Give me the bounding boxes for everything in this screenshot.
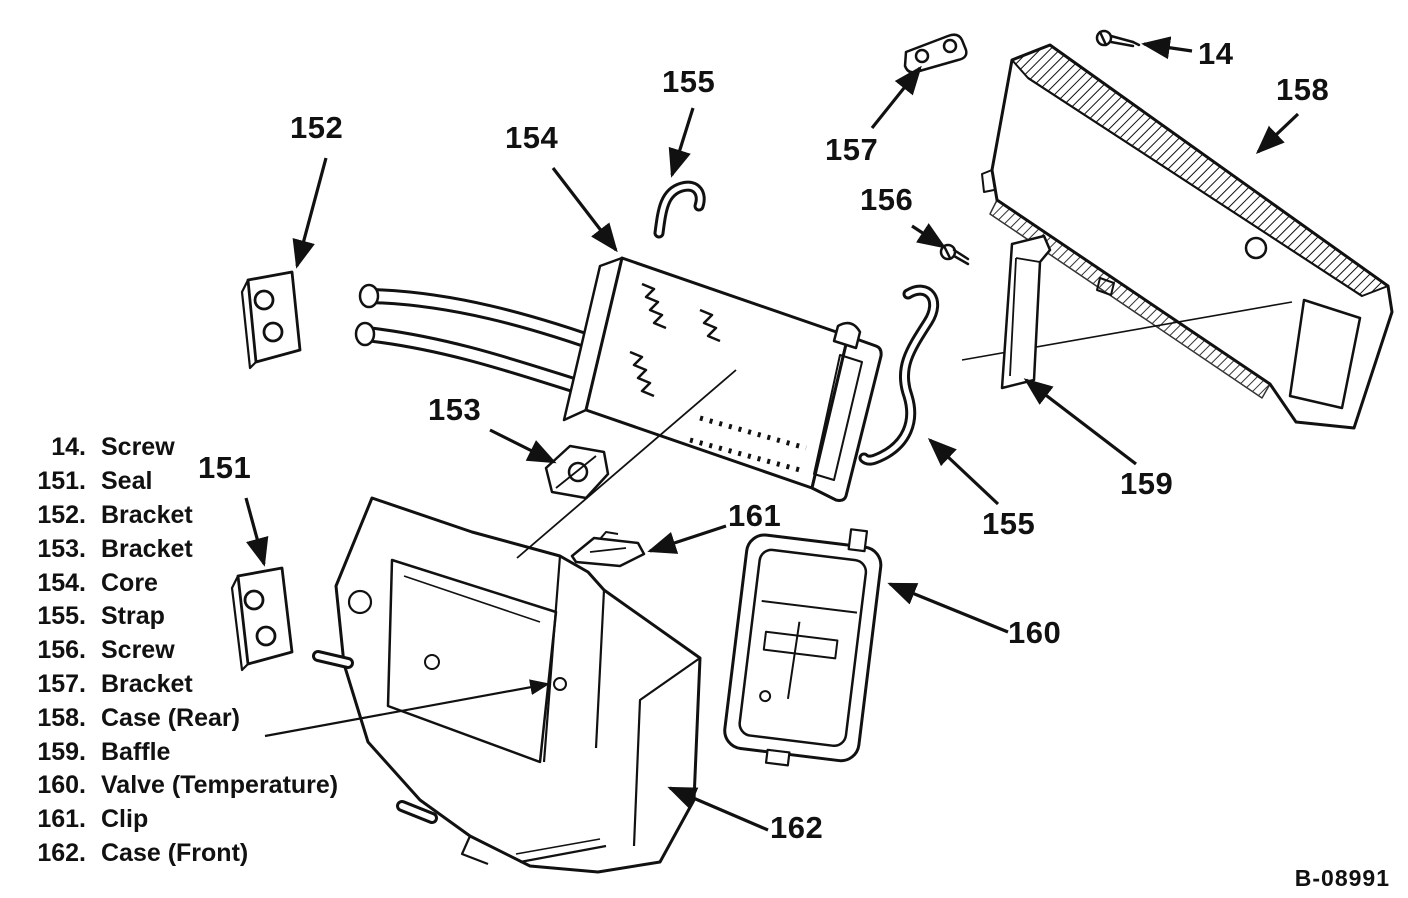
legend-item-number: 154. <box>37 568 86 597</box>
legend-item: 162. Case (Front) <box>22 837 338 871</box>
legend-item-label: Seal <box>101 467 153 496</box>
legend-item-number: 151. <box>37 467 86 496</box>
arrow-159 <box>1023 378 1137 466</box>
arrow-14 <box>1141 36 1193 60</box>
callout-157: 157 <box>825 132 879 167</box>
arrow-158 <box>1255 112 1300 154</box>
strap-right-art <box>858 284 939 466</box>
valve-art <box>723 528 883 767</box>
arrow-155-top <box>668 107 695 178</box>
drawing-number: B-08991 <box>1294 865 1390 891</box>
legend-item-number: 162. <box>37 838 86 867</box>
legend-item-label: Screw <box>101 433 175 462</box>
legend-item: 158. Case (Rear) <box>22 701 338 735</box>
callout-14: 14 <box>1198 36 1234 71</box>
callout-156: 156 <box>860 182 914 217</box>
legend-item-label: Core <box>101 568 158 597</box>
callout-152: 152 <box>290 110 344 145</box>
legend-item-number: 14. <box>51 433 86 462</box>
legend-item-label: Valve (Temperature) <box>101 771 339 800</box>
arrow-153 <box>489 428 557 464</box>
front-case-art <box>312 496 702 874</box>
legend-item-number: 161. <box>37 805 86 834</box>
bracket-157-art <box>903 33 968 74</box>
arrow-160 <box>887 582 1009 634</box>
legend-item-number: 153. <box>37 534 86 563</box>
strap-top-art <box>653 180 706 239</box>
legend-item: 159. Baffle <box>22 735 338 769</box>
callout-arrows <box>244 36 1300 832</box>
legend-item-label: Clip <box>101 805 149 834</box>
legend-item-number: 152. <box>37 500 86 529</box>
callout-155-top: 155 <box>662 64 716 99</box>
legend-item-label: Screw <box>101 636 175 665</box>
legend-item: 14. Screw <box>22 431 338 465</box>
legend-item-label: Bracket <box>101 534 193 563</box>
callout-162: 162 <box>770 810 824 845</box>
legend-item-number: 160. <box>37 771 86 800</box>
parts-legend: 14. Screw 151. Seal 152. Bracket 153. Br… <box>22 431 338 870</box>
callout-154: 154 <box>505 120 559 155</box>
bracket-153-art <box>544 444 610 500</box>
legend-item-number: 159. <box>37 737 86 766</box>
arrow-161 <box>647 524 727 554</box>
screw-14-art <box>1095 29 1141 48</box>
legend-item: 156. Screw <box>22 634 338 668</box>
legend-item: 154. Core <box>22 566 338 600</box>
heater-core-art <box>562 256 883 502</box>
legend-item-label: Bracket <box>101 500 193 529</box>
legend-item: 161. Clip <box>22 803 338 837</box>
callout-161: 161 <box>728 498 782 533</box>
callout-153: 153 <box>428 392 482 427</box>
legend-item: 155. Strap <box>22 600 338 634</box>
legend-item-label: Bracket <box>101 669 193 698</box>
legend-item-number: 156. <box>37 636 86 665</box>
arrow-162 <box>667 786 769 832</box>
arrow-156 <box>911 223 947 249</box>
legend-item: 160. Valve (Temperature) <box>22 769 338 803</box>
legend-item: 153. Bracket <box>22 532 338 566</box>
callout-158: 158 <box>1276 72 1330 107</box>
legend-item-number: 157. <box>37 669 86 698</box>
legend-item-number: 158. <box>37 703 86 732</box>
seal-art <box>230 566 294 672</box>
bracket-152-art <box>240 270 302 370</box>
assembly-lines <box>264 369 737 738</box>
arrow-152 <box>292 157 328 269</box>
heater-tubes-art <box>354 283 616 400</box>
clip-art <box>570 531 646 568</box>
arrow-155-right <box>927 438 1000 506</box>
legend-item: 151. Seal <box>22 465 338 499</box>
legend-item-label: Case (Front) <box>101 838 249 867</box>
legend-item-label: Baffle <box>101 737 171 766</box>
legend-item-label: Case (Rear) <box>101 703 240 732</box>
screw-156-art <box>939 243 970 266</box>
legend-item: 152. Bracket <box>22 499 338 533</box>
arrow-154 <box>551 167 618 253</box>
callout-155-right: 155 <box>982 506 1036 541</box>
callout-159: 159 <box>1120 466 1174 501</box>
legend-item: 157. Bracket <box>22 668 338 702</box>
arrow-151 <box>244 497 269 567</box>
callout-160: 160 <box>1008 615 1062 650</box>
legend-item-label: Strap <box>101 602 165 631</box>
legend-item-number: 155. <box>37 602 86 631</box>
arrow-157 <box>870 65 922 129</box>
callout-151: 151 <box>198 450 252 485</box>
baffle-art <box>961 234 1293 390</box>
